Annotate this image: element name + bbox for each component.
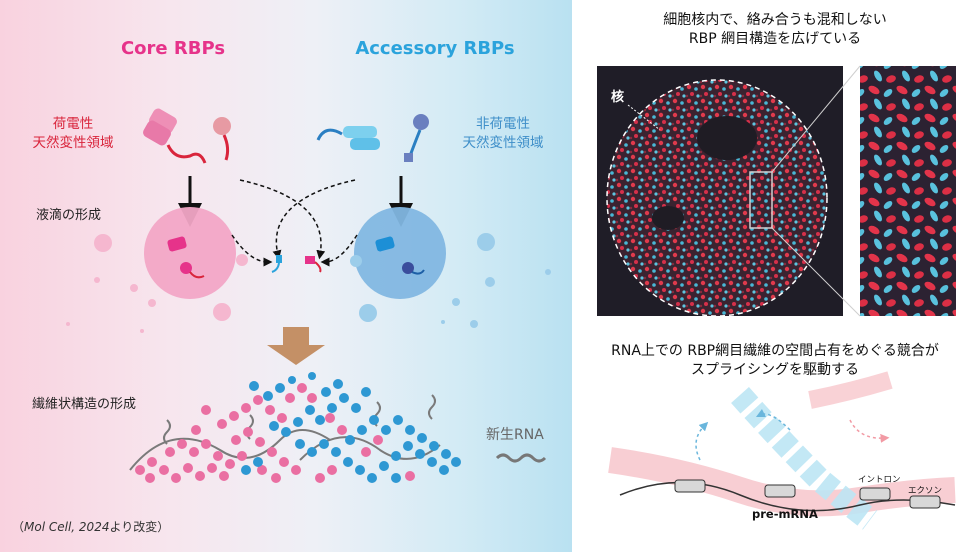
accessory-rbp-icon — [316, 114, 429, 162]
premrna-label: pre-mRNA — [752, 507, 818, 521]
bottom-caption: RNA上での RBP網目繊維の空間占有をめぐる競合が スプライシングを駆動する — [580, 342, 970, 380]
fiber-network — [129, 372, 461, 483]
core-droplet — [144, 207, 236, 299]
uncharged-idr-line2: 天然変性領域 — [462, 135, 544, 151]
citation-journal: Mol Cell, 2024 — [24, 520, 110, 534]
top-caption: 細胞核内で、絡み合うも混和しない RBP 網目構造を広げている — [600, 11, 950, 49]
accessory-rbps-title: Accessory RBPs — [355, 38, 515, 59]
uncharged-idr-label: 非荷電性 天然変性領域 — [448, 115, 558, 153]
exon-label: エクソン — [908, 486, 943, 496]
accessory-droplet — [354, 207, 446, 299]
scattered-dots — [66, 233, 551, 333]
core-rbps-title: Core RBPs — [120, 38, 226, 59]
bottom-caption-line2: スプライシングを駆動する — [691, 362, 859, 378]
fiber-formation-label: 繊維状構造の形成 — [32, 397, 137, 412]
top-caption-line1: 細胞核内で、絡み合うも混和しない — [663, 12, 887, 28]
bottom-caption-line1: RNA上での RBP網目繊維の空間占有をめぐる競合が — [611, 343, 939, 359]
core-rbp-icon — [143, 108, 231, 164]
top-caption-line2: RBP 網目構造を広げている — [688, 31, 862, 47]
nascent-rna-label: 新生RNA — [486, 427, 544, 443]
splicing-schematic — [608, 371, 956, 530]
citation-open: （ — [12, 520, 25, 534]
charged-idr-line2: 天然変性領域 — [32, 135, 114, 151]
zoom-panel — [860, 66, 956, 316]
big-down-arrow — [267, 327, 325, 365]
nascent-rna-squiggle — [495, 453, 547, 463]
charged-idr-line1: 荷電性 — [52, 116, 94, 132]
nucleus-label: 核 — [611, 90, 625, 105]
uncharged-idr-line1: 非荷電性 — [476, 116, 530, 132]
nucleus-micrograph — [597, 65, 861, 317]
charged-idr-label: 荷電性 天然変性領域 — [18, 115, 128, 153]
intron-label: イントロン — [858, 475, 901, 485]
citation: （Mol Cell, 2024より改変） — [12, 518, 169, 535]
citation-rest: より改変） — [109, 520, 170, 534]
droplet-formation-label: 液滴の形成 — [36, 208, 102, 223]
